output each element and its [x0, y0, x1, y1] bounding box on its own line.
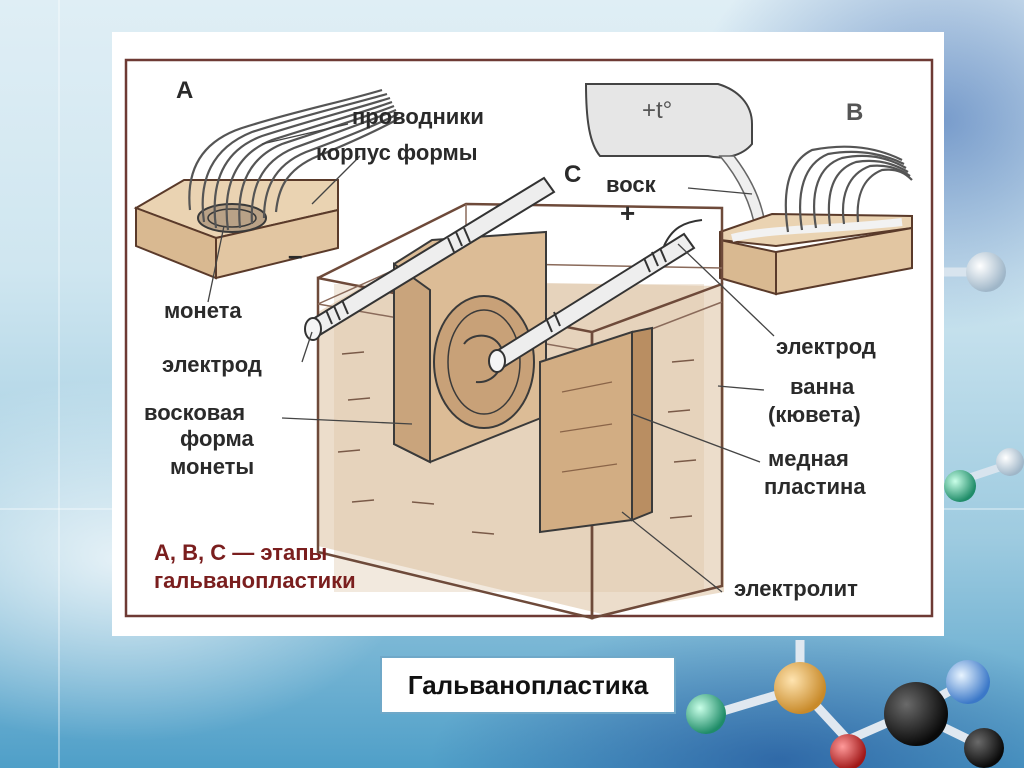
label-wax-mold-2: форма [180, 426, 255, 451]
diagram-panel: А В С +t° проводники корпус формы монета… [112, 32, 944, 636]
atom [774, 662, 826, 714]
label-wax-mold-3: монеты [170, 454, 254, 479]
label-conductors: проводники [352, 104, 484, 129]
label-electrode-left: электрод [162, 352, 262, 377]
atom [996, 448, 1024, 476]
electrode-rods [304, 176, 703, 373]
label-stage-c: С [564, 161, 581, 188]
background-line [58, 0, 60, 768]
label-copper-1: медная [768, 446, 849, 471]
caption-text: Гальванопластика [407, 669, 649, 700]
label-bath-2: (кювета) [768, 402, 861, 427]
label-wax: воск [606, 172, 657, 197]
label-stages-2: гальванопластики [154, 568, 356, 593]
atom [884, 682, 948, 746]
stage-b-pour [584, 83, 767, 233]
slide-caption: Гальванопластика [380, 656, 676, 714]
stage-a-conductors [188, 88, 401, 231]
label-plus: + [620, 198, 635, 228]
label-temperature: +t° [642, 97, 672, 124]
atom [686, 694, 726, 734]
label-stage-a: А [176, 77, 193, 104]
stage-b-mold-box [719, 212, 913, 296]
label-copper-2: пластина [764, 474, 866, 499]
label-mold-body: корпус формы [316, 140, 478, 165]
label-electrolyte: электролит [734, 576, 858, 601]
label-coin: монета [164, 298, 242, 323]
label-stages-1: А, В, С — этапы [154, 540, 327, 565]
label-minus: – [288, 240, 302, 270]
copper-plate [539, 326, 653, 534]
wax-mold [393, 230, 547, 464]
coin-imprint [433, 295, 535, 429]
label-electrode-right: электрод [776, 334, 876, 359]
label-wax-mold-1: восковая [144, 400, 245, 425]
atom [830, 734, 866, 768]
stage-b-conductors [784, 145, 913, 233]
atom [966, 252, 1006, 292]
galvanoplasty-diagram: А В С +t° проводники корпус формы монета… [124, 58, 934, 620]
electrolyte-dashes [337, 351, 697, 535]
atom [946, 660, 990, 704]
label-stage-b: В [846, 99, 863, 126]
leader-lines [207, 123, 775, 593]
atom [944, 470, 976, 502]
atom [964, 728, 1004, 768]
label-bath-1: ванна [790, 374, 855, 399]
